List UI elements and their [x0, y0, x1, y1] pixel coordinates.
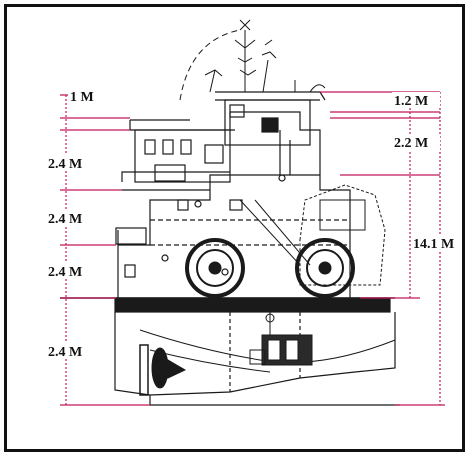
label-1-2m: 1.2 M	[394, 94, 428, 109]
label-2-4m-d: 2.4 M	[48, 345, 82, 360]
label-14-1m: 14.1 M	[413, 237, 454, 252]
label-2-4m-c: 2.4 M	[48, 265, 82, 280]
label-1m: 1 M	[70, 90, 94, 105]
vessel-outline	[60, 297, 400, 406]
vehicle-wheels	[185, 238, 355, 298]
label-2-2m: 2.2 M	[394, 136, 428, 151]
label-2-4m-b: 2.4 M	[48, 212, 82, 227]
engine-machinery	[249, 300, 313, 366]
deck-crane	[239, 184, 386, 286]
dimension-labels: 1 M 1.2 M 2.2 M 2.4 M 2.4 M 14.1 M 2.4 M…	[46, 88, 462, 360]
mast-antennas	[179, 19, 326, 101]
wheelhouse	[215, 91, 326, 175]
propeller-rudder	[139, 344, 187, 396]
main-deckhouse	[115, 174, 351, 298]
label-2-4m-a: 2.4 M	[48, 157, 82, 172]
diagram-frame	[4, 4, 465, 452]
